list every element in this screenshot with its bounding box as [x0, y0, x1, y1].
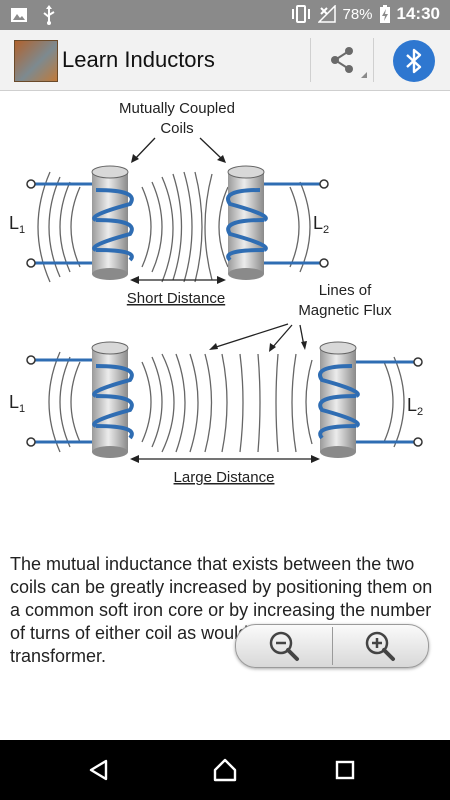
home-button[interactable]	[210, 755, 240, 785]
mutual-inductance-diagram: Mutually Coupled Coils L1	[9, 100, 423, 486]
zoom-out-button[interactable]	[236, 625, 332, 667]
flux-label-line2: Magnetic Flux	[298, 302, 392, 319]
recents-button[interactable]	[330, 755, 360, 785]
flux-lines-bottom	[175, 353, 313, 453]
coil-left-bottom	[26, 341, 175, 458]
battery-charging-icon	[379, 5, 390, 23]
explanation-paragraph: The mutual inductance that exists betwee…	[10, 554, 433, 666]
page-title: Learn Inductors	[62, 47, 215, 72]
bluetooth-button[interactable]	[393, 40, 435, 82]
overflow-corner	[361, 72, 367, 78]
l1-label: L1	[9, 213, 25, 236]
back-button[interactable]	[84, 755, 114, 785]
recents-icon	[335, 760, 355, 780]
clock: 14:30	[396, 4, 440, 23]
coil-right-bottom	[318, 341, 423, 458]
share-icon	[331, 47, 353, 73]
flux-label-line1: Lines of	[319, 282, 372, 299]
l2-label: L2	[313, 213, 329, 236]
coil-right-top	[218, 165, 329, 280]
app-bar: Learn Inductors	[0, 30, 450, 91]
image-icon	[11, 8, 27, 22]
battery-percent: 78%	[342, 5, 373, 23]
home-icon	[213, 758, 237, 782]
coupled-coils-label-line1: Mutually Coupled	[119, 100, 235, 117]
zoom-in-button[interactable]	[333, 625, 429, 667]
flux-lines-top	[172, 171, 213, 283]
large-distance-label: Large Distance	[174, 469, 275, 486]
l1-label-bottom: L1	[9, 392, 25, 415]
vibrate-icon	[292, 5, 311, 23]
no-signal-icon	[318, 5, 337, 23]
share-button[interactable]	[310, 38, 374, 82]
status-bar: 78% 14:30	[0, 0, 450, 30]
zoom-separator	[331, 627, 333, 665]
bluetooth-icon	[406, 48, 422, 74]
app-logo	[14, 40, 58, 82]
coupled-coils-label-line2: Coils	[160, 120, 193, 137]
zoom-in-icon	[366, 631, 396, 661]
navigation-bar	[0, 740, 450, 800]
usb-icon	[43, 5, 55, 25]
coil-left-top	[26, 165, 174, 283]
zoom-controls	[235, 624, 429, 668]
l2-label-bottom: L2	[407, 395, 423, 418]
zoom-out-icon	[269, 631, 299, 661]
short-distance-label: Short Distance	[127, 290, 225, 307]
back-icon	[89, 759, 108, 781]
